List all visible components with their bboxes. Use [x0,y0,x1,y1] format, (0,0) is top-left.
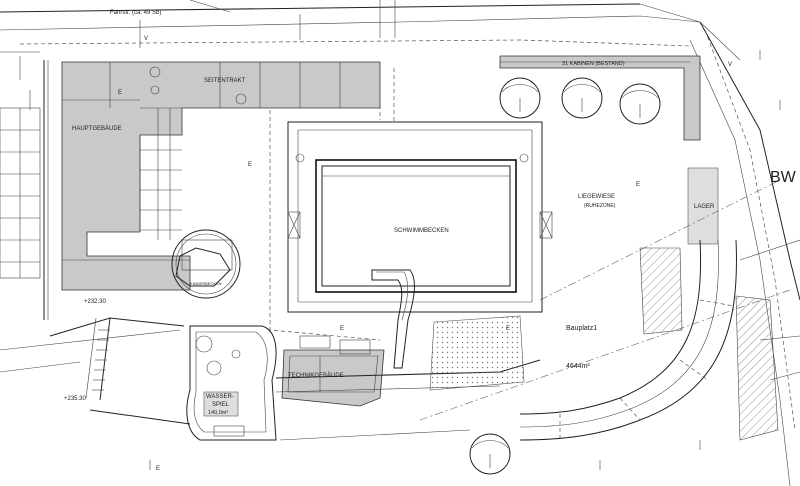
kabinen-building [499,55,701,141]
wasserspiel-area-label: 140,0m² [208,410,228,416]
kinderbecken [171,229,241,299]
liegewiese-label: LIEGEWIESE [578,194,615,200]
curved-path [519,239,737,441]
bauplatz-label: Bauplatz1 [566,325,597,332]
kabinen-label: 31 KABINEN (BESTAND) [562,61,625,67]
tree-4 [469,433,511,475]
tree-1 [499,77,541,119]
hauptgebaeude-label: HAUPTGEBÄUDE [72,125,122,132]
elevation-bottom-label: +235.30 [64,396,87,402]
parking-stalls [0,60,49,320]
technikgebaeude-label: TECHNIKGEBÄUDE [288,372,344,379]
street-label: Fahrstr. (ca. 49 Sb) [110,10,161,16]
letter-e-5: E [340,326,344,332]
wasserspiel-area [186,325,277,441]
letter-e-1: E [118,90,122,96]
technikgebaeude [281,335,385,407]
top-road [0,0,741,61]
tree-2 [561,77,603,119]
lager-label: LAGER [694,204,715,210]
trees [469,77,661,475]
letter-e-3: E [636,182,640,188]
lager-building [687,167,719,245]
elevation-left-label: +232.30 [84,299,107,305]
tree-3 [619,83,661,125]
bw-label: BW [770,169,797,186]
wasserspiel-label: WASSER- [206,394,234,400]
dotted-area [429,315,525,391]
letter-e-4: E [506,326,510,332]
pool-area [287,121,553,369]
bauplatz-area-label: 4644m² [566,363,590,370]
letter-e-6: E [156,466,160,472]
letter-e-2: E [248,162,252,168]
ruhezone-label: (RUHEZONE) [584,203,616,209]
labels: Fahrstr. (ca. 49 Sb) SEITENTRAKT HAUPTGE… [64,10,797,472]
right-road [689,21,800,486]
letter-v-1: V [144,36,148,42]
wasserspiel-label-2: SPIEL [212,402,230,408]
seitentrakt-label: SEITENTRAKT [204,78,246,84]
kinderbecken-label: KINDERBECKEN [190,281,222,286]
schwimmbecken-label: SCHWIMMBECKEN [394,228,449,234]
hatched-areas [639,247,779,441]
site-boundary [269,68,791,421]
letter-v-2: V [728,62,732,68]
markers [19,50,781,470]
